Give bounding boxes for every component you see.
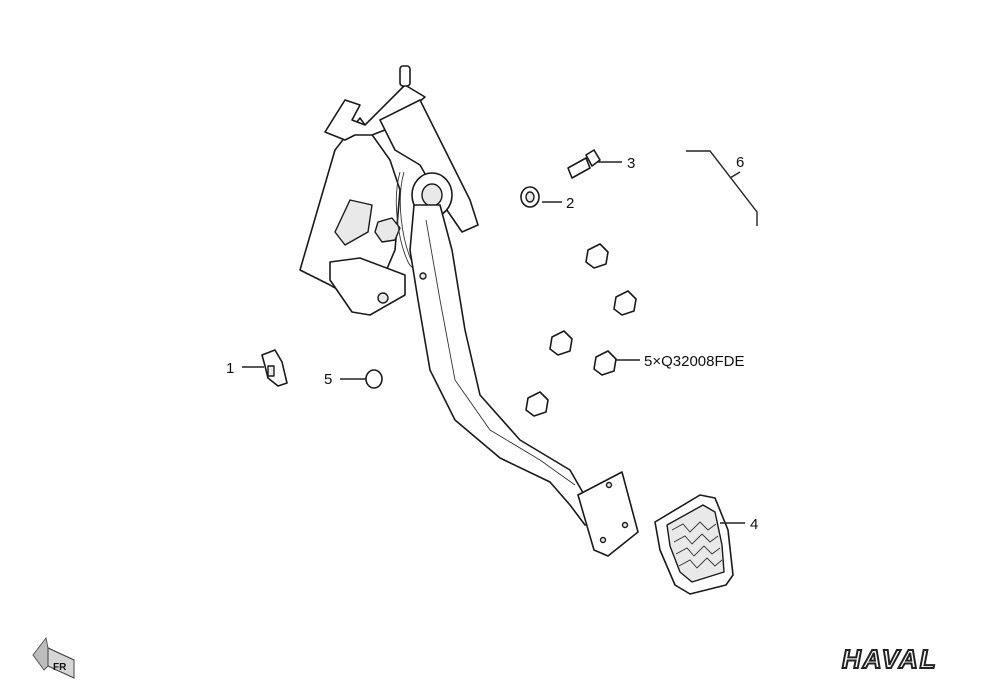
callout-3: 3 xyxy=(627,155,635,172)
clip-part-1 xyxy=(261,349,288,387)
callout-6: 6 xyxy=(736,154,744,171)
callout-labels: 1 2 3 4 5 5×Q32008FDE 6 xyxy=(226,154,758,533)
pedal-arm xyxy=(409,172,639,557)
nut-part-2 xyxy=(520,186,540,208)
bolt-part-3 xyxy=(567,149,601,179)
haval-logo: HAVAL xyxy=(841,643,938,675)
stopper-part-5 xyxy=(365,369,383,389)
callout-2: 2 xyxy=(566,195,574,212)
callout-1: 1 xyxy=(226,360,234,377)
pedal-pad xyxy=(654,494,734,595)
fr-text: FR xyxy=(53,662,67,673)
callout-5: 5 xyxy=(324,371,332,388)
callout-4: 4 xyxy=(750,516,758,533)
clip-nuts xyxy=(525,243,637,417)
haval-text: HAVAL xyxy=(842,644,938,674)
front-direction-badge: FR xyxy=(32,636,75,679)
callout-5-nuts: 5×Q32008FDE xyxy=(644,353,744,370)
leader-lines xyxy=(242,150,758,524)
pedal-bracket xyxy=(299,65,479,316)
